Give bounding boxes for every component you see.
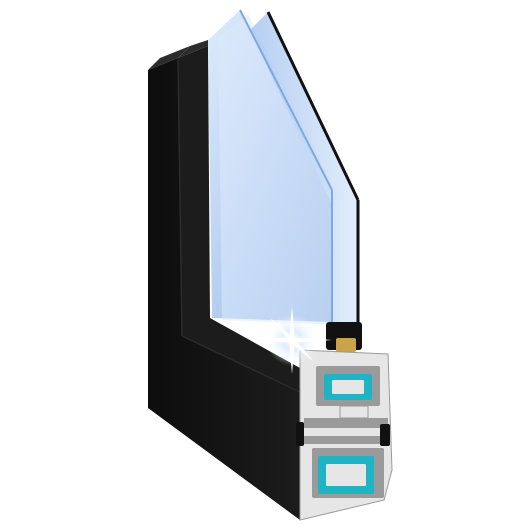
frame-top-edge <box>148 46 190 70</box>
glass-edge-line <box>239 9 333 191</box>
gasket-group <box>326 322 362 352</box>
frame-group <box>148 40 301 520</box>
frame-edge-line-2 <box>181 335 301 393</box>
reinforcement-upper-inner <box>332 380 364 394</box>
reinforcement-lower-inner <box>326 464 366 486</box>
glass-pane-middle <box>218 14 340 325</box>
frame-inner-step <box>178 46 300 392</box>
profile-divider-2 <box>304 436 388 444</box>
profile-divider <box>304 418 388 428</box>
glazing-group <box>208 9 360 330</box>
frame-outer-face <box>148 58 300 520</box>
glass-edge-line-2 <box>266 11 360 201</box>
frame-edge-line <box>177 59 183 337</box>
profile-side-gasket <box>380 424 390 446</box>
seal-strip <box>336 338 356 352</box>
glass-pane-front <box>250 12 358 330</box>
profile-side-gasket-2 <box>296 422 304 446</box>
profile-small-chamber <box>339 405 369 419</box>
frame-sash-top <box>178 40 208 58</box>
profile-section <box>296 349 393 521</box>
sparkle-ray-diagonal <box>270 318 314 362</box>
sparkle-highlight <box>252 306 332 374</box>
